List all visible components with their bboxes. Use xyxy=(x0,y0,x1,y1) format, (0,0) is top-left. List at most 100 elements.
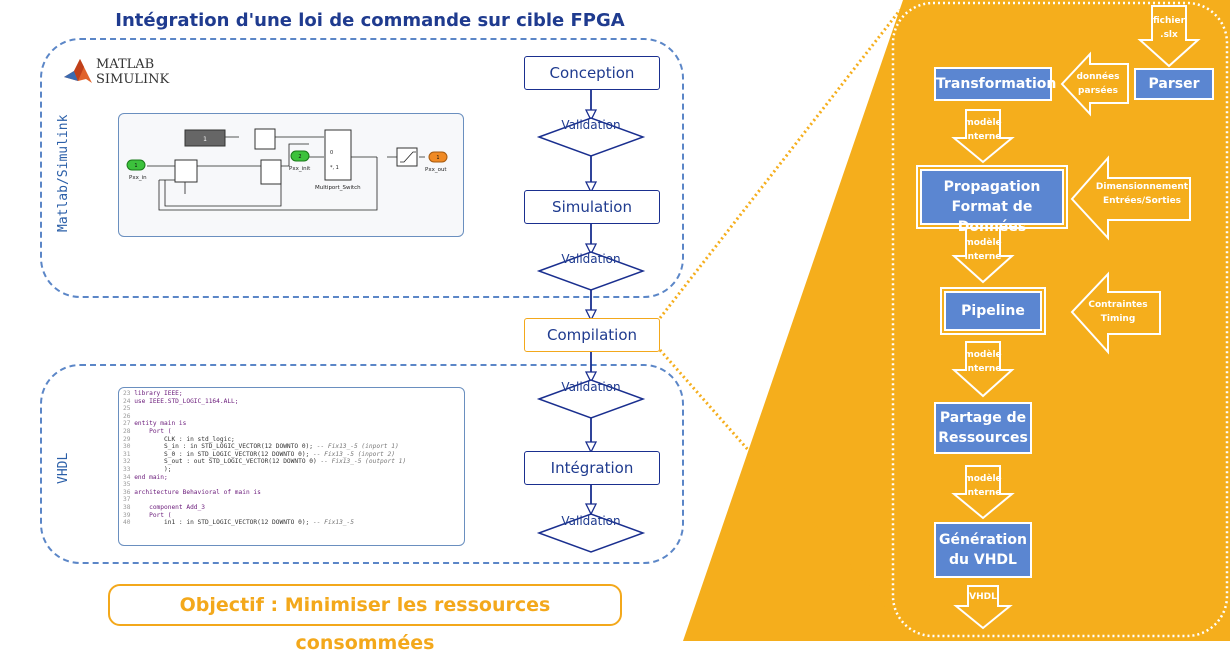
code-line: 31 S_0 : in STD_LOGIC_VECTOR(12 DOWNTO 0… xyxy=(123,451,406,459)
line-number: 39 xyxy=(123,511,135,519)
line-number: 23 xyxy=(123,390,135,397)
line-number: 25 xyxy=(123,405,135,413)
delay-block-2 xyxy=(260,159,282,185)
validation-diamond-4 xyxy=(536,513,646,553)
code-line: 39 Port ( xyxy=(123,512,406,520)
constant-value: 1 xyxy=(203,136,207,143)
simulation-step: Simulation xyxy=(524,190,660,224)
line-number: 36 xyxy=(123,488,135,496)
validation-diamond-1 xyxy=(536,117,646,157)
saturation-block xyxy=(396,147,418,167)
validation-step-1: Validation xyxy=(539,118,643,156)
line-text: library IEEE; xyxy=(134,390,183,397)
code-line: 26 xyxy=(123,413,406,421)
conception-step: Conception xyxy=(524,56,660,90)
validation-label: Validation xyxy=(561,514,621,528)
switch-input-1: *, 1 xyxy=(330,165,339,171)
vhdl-output-label: VHDL xyxy=(969,592,997,602)
line-number: 34 xyxy=(123,473,135,481)
line-text: S_in : in STD_LOGIC_VECTOR(12 DOWNTO 0);… xyxy=(134,443,399,451)
vhdl-section-frame xyxy=(40,364,684,564)
code-line: 40 in1 : in STD_LOGIC_VECTOR(12 DOWNTO 0… xyxy=(123,519,406,527)
line-number: 37 xyxy=(123,496,135,504)
simulink-section-frame xyxy=(40,38,684,298)
compilation-step: Compilation xyxy=(524,318,660,352)
transformation-box: Transformation xyxy=(934,67,1056,101)
validation-step-2: Validation xyxy=(539,252,643,290)
line-number: 40 xyxy=(123,519,135,527)
code-line: 29 CLK : in std_logic; xyxy=(123,436,406,444)
code-line: 25 xyxy=(123,405,406,413)
validation-label: Validation xyxy=(561,380,621,394)
in-port-number: 1 xyxy=(134,163,137,169)
line-text: end main; xyxy=(134,473,168,481)
line-text: Port ( xyxy=(134,511,172,519)
line-number: 33 xyxy=(123,465,135,473)
line-number: 32 xyxy=(123,458,135,466)
code-line: 37 xyxy=(123,496,406,504)
code-line: 32 S_out : out STD_LOGIC_VECTOR(12 DOWNT… xyxy=(123,458,406,466)
line-text: in1 : in STD_LOGIC_VECTOR(12 DOWNTO 0); … xyxy=(134,519,354,527)
pipeline-box: Pipeline xyxy=(940,287,1046,335)
sum-block xyxy=(174,159,198,183)
out-port-label: Pxx_out xyxy=(425,167,447,173)
line-text: ); xyxy=(134,465,172,473)
matlab-logo: MATLAB SIMULINK xyxy=(62,55,172,89)
code-line: 33 ); xyxy=(123,466,406,474)
line-number: 30 xyxy=(123,443,135,451)
line-number: 31 xyxy=(123,450,135,458)
page-title: Intégration d'une loi de commande sur ci… xyxy=(115,10,625,31)
simulink-model-image: 1 0 *, 1 Multiport_Switch 1 Pxx_in 2 Pxx… xyxy=(118,113,464,237)
fichier-slx-label: fichier.slx xyxy=(1152,16,1186,40)
multiport-switch-block xyxy=(324,129,352,181)
code-line: 24 use IEEE.STD_LOGIC_1164.ALL; xyxy=(123,398,406,406)
vhdl-code-lines: 23 library IEEE;24 use IEEE.STD_LOGIC_11… xyxy=(123,390,406,527)
line-text: CLK : in std_logic; xyxy=(134,435,235,443)
line-number: 35 xyxy=(123,481,135,489)
code-line: 38 component Add_3 xyxy=(123,504,406,512)
line-number: 26 xyxy=(123,412,135,420)
init-port-label: Pxx_init xyxy=(289,166,311,172)
switch-label: Multiport_Switch xyxy=(315,185,361,191)
line-number: 27 xyxy=(123,420,135,428)
line-text: Port ( xyxy=(134,427,172,435)
code-line: 23 library IEEE; xyxy=(123,390,406,398)
flow-connectors xyxy=(536,89,646,553)
line-number: 29 xyxy=(123,435,135,443)
validation-step-3: Validation xyxy=(539,380,643,418)
init-port xyxy=(290,150,310,162)
validation-label: Validation xyxy=(561,252,621,266)
in-port xyxy=(126,159,146,171)
line-text: S_out : out STD_LOGIC_VECTOR(12 DOWNTO 0… xyxy=(134,458,407,466)
line-text: component Add_3 xyxy=(134,503,205,511)
out-port-number: 1 xyxy=(436,155,439,161)
delay-block-1 xyxy=(254,128,276,150)
in-port-label: Pxx_in xyxy=(129,175,147,181)
parser-box: Parser xyxy=(1134,68,1214,100)
integration-step: Intégration xyxy=(524,451,660,485)
code-line: 35 xyxy=(123,481,406,489)
line-number: 38 xyxy=(123,503,135,511)
line-number: 28 xyxy=(123,427,135,435)
validation-step-4: Validation xyxy=(539,514,643,552)
code-line: 34 end main; xyxy=(123,474,406,482)
out-port xyxy=(428,151,448,163)
init-port-number: 2 xyxy=(298,154,301,160)
validation-diamond-2 xyxy=(536,251,646,291)
switch-input-0: 0 xyxy=(330,150,333,156)
validation-label: Validation xyxy=(561,118,621,132)
validation-diamond-3 xyxy=(536,379,646,419)
code-line: 30 S_in : in STD_LOGIC_VECTOR(12 DOWNTO … xyxy=(123,443,406,451)
line-number: 24 xyxy=(123,397,135,405)
line-text: use IEEE.STD_LOGIC_1164.ALL; xyxy=(134,397,239,405)
code-line: 28 Port ( xyxy=(123,428,406,436)
